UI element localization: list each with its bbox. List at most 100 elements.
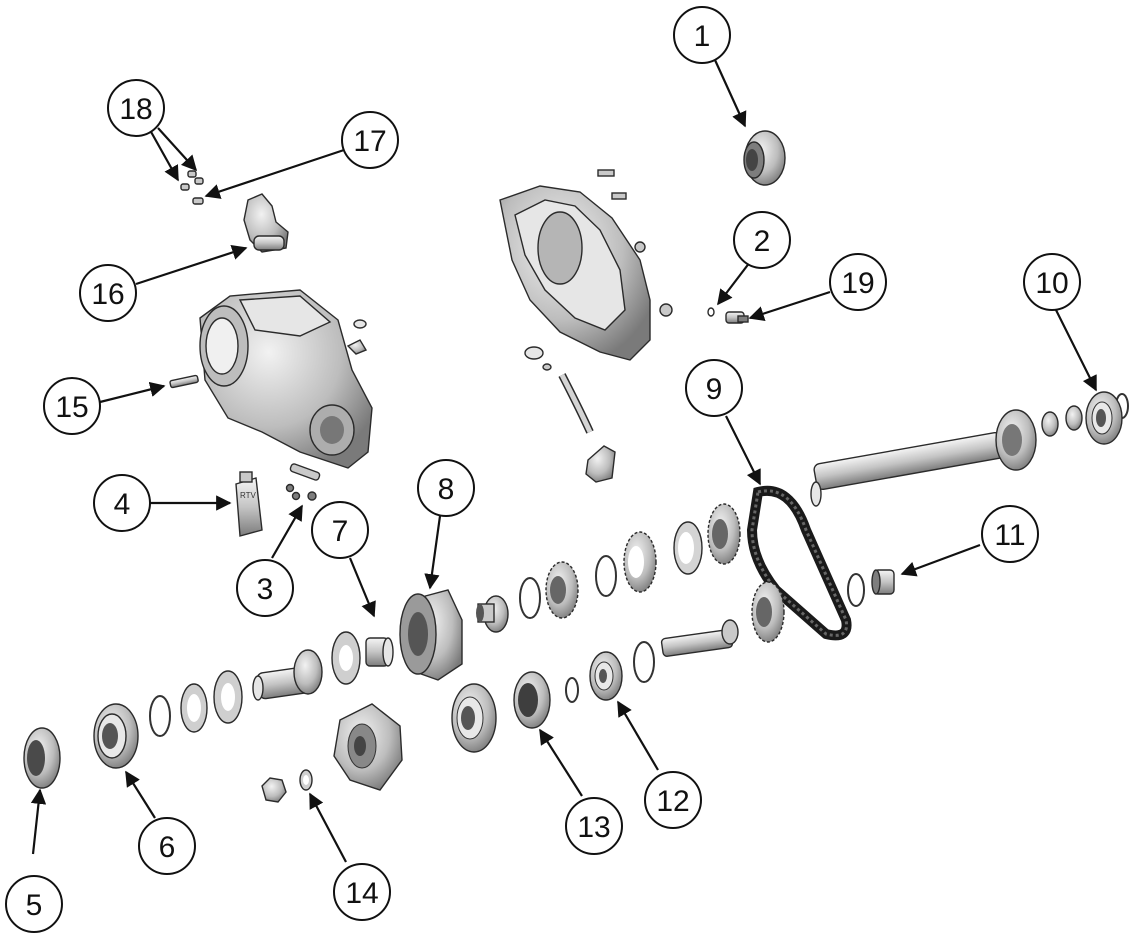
callout-19-label: 19	[841, 267, 874, 300]
oil-pump	[995, 409, 1037, 471]
part-19-sensor	[725, 311, 749, 324]
leader-9	[725, 415, 761, 486]
leader-10	[1055, 309, 1097, 392]
callout-13-label: 13	[577, 811, 610, 844]
leader-1	[713, 59, 747, 128]
callout-4: 4	[93, 474, 151, 532]
leader-8	[424, 515, 442, 590]
callout-6: 6	[138, 817, 196, 875]
callout-12-label: 12	[656, 785, 689, 818]
part-16-shift-fork	[243, 193, 289, 253]
input-shaft	[252, 649, 323, 701]
leader-19	[748, 290, 831, 322]
driven-sprocket	[751, 581, 785, 643]
part-14-nut-washer	[261, 769, 313, 803]
callout-8: 8	[417, 459, 475, 517]
part-5-seal	[23, 727, 61, 789]
leader-2	[717, 261, 751, 306]
callout-4-label: 4	[114, 488, 131, 521]
callout-17-label: 17	[353, 125, 386, 158]
case-bolts	[524, 169, 673, 371]
callout-11-label: 11	[994, 519, 1025, 552]
callout-14: 14	[333, 863, 391, 921]
part-12-bearing	[589, 651, 623, 701]
callout-14-label: 14	[345, 877, 378, 910]
main-shaft	[810, 431, 1005, 507]
callout-15: 15	[43, 377, 101, 435]
leader-12	[617, 700, 659, 771]
leader-lines	[30, 59, 1097, 863]
callout-16: 16	[79, 264, 137, 322]
callout-2: 2	[733, 211, 791, 269]
callout-15-label: 15	[55, 391, 88, 424]
shift-bracket	[585, 445, 616, 483]
sun-gear	[476, 595, 509, 633]
part-9-drive-chain	[746, 485, 852, 641]
callout-19: 19	[829, 253, 887, 311]
leader-18a	[149, 129, 179, 182]
callout-6-label: 6	[159, 831, 176, 864]
leader-3	[271, 504, 303, 559]
part-13-seal	[513, 671, 551, 729]
callout-8-label: 8	[438, 473, 455, 506]
range-gear	[545, 561, 579, 619]
part-2-oring	[707, 307, 715, 317]
callout-1: 1	[673, 6, 731, 64]
part-8-planetary-carrier	[399, 589, 463, 681]
part-17-pin	[192, 197, 204, 205]
case-clips	[346, 319, 368, 355]
synchro-ring	[673, 521, 703, 575]
leader-5	[30, 788, 47, 855]
part-4-rtv-tube: RTV	[235, 471, 263, 537]
callout-5-label: 5	[26, 889, 43, 922]
output-bearing	[451, 683, 497, 753]
leader-13	[539, 728, 583, 797]
part-15-stud	[169, 374, 199, 389]
rtv-tube-label: RTV	[240, 491, 257, 500]
part-10-rear-bearing	[1085, 391, 1123, 445]
part-7-needle-bearing	[365, 637, 394, 667]
callout-13: 13	[565, 797, 623, 855]
synchro-gear-a	[623, 531, 657, 593]
callout-5: 5	[5, 875, 63, 933]
callout-10: 10	[1023, 253, 1081, 311]
leader-14	[309, 792, 347, 863]
leader-17	[204, 148, 345, 199]
part-11-needle-bearing	[871, 569, 895, 595]
front-output-shaft	[660, 619, 739, 657]
callout-3-label: 3	[257, 573, 274, 606]
leader-18b	[157, 127, 198, 172]
callout-16-label: 16	[91, 278, 124, 311]
part-6-bearing	[93, 703, 139, 769]
callout-11: 11	[981, 505, 1039, 563]
callout-17: 17	[341, 111, 399, 169]
leader-6	[125, 770, 156, 819]
rear-spacers	[1041, 405, 1083, 437]
leader-11	[900, 543, 981, 577]
leader-15	[99, 381, 166, 404]
callout-18-label: 18	[119, 93, 152, 126]
leader-7	[348, 557, 376, 618]
callout-10-label: 10	[1035, 267, 1068, 300]
callout-1-label: 1	[694, 20, 711, 53]
callout-2-label: 2	[754, 225, 771, 258]
callout-18: 18	[107, 79, 165, 137]
callout-12: 12	[644, 771, 702, 829]
callout-9: 9	[685, 359, 743, 417]
pickup-tube	[558, 373, 594, 434]
snap-rings-front	[149, 670, 243, 737]
rear-case-housing	[499, 185, 651, 361]
callout-9-label: 9	[706, 373, 723, 406]
leader-16	[135, 244, 248, 286]
callout-3: 3	[236, 559, 294, 617]
callout-7: 7	[311, 501, 369, 559]
drive-sprocket	[707, 503, 741, 565]
part-1-cap	[743, 130, 786, 186]
front-case-housing	[199, 289, 373, 469]
callout-7-label: 7	[332, 515, 349, 548]
companion-flange	[333, 703, 403, 791]
part-3-detent	[285, 463, 321, 501]
part-18-pins	[180, 170, 204, 191]
input-washer	[331, 631, 361, 685]
